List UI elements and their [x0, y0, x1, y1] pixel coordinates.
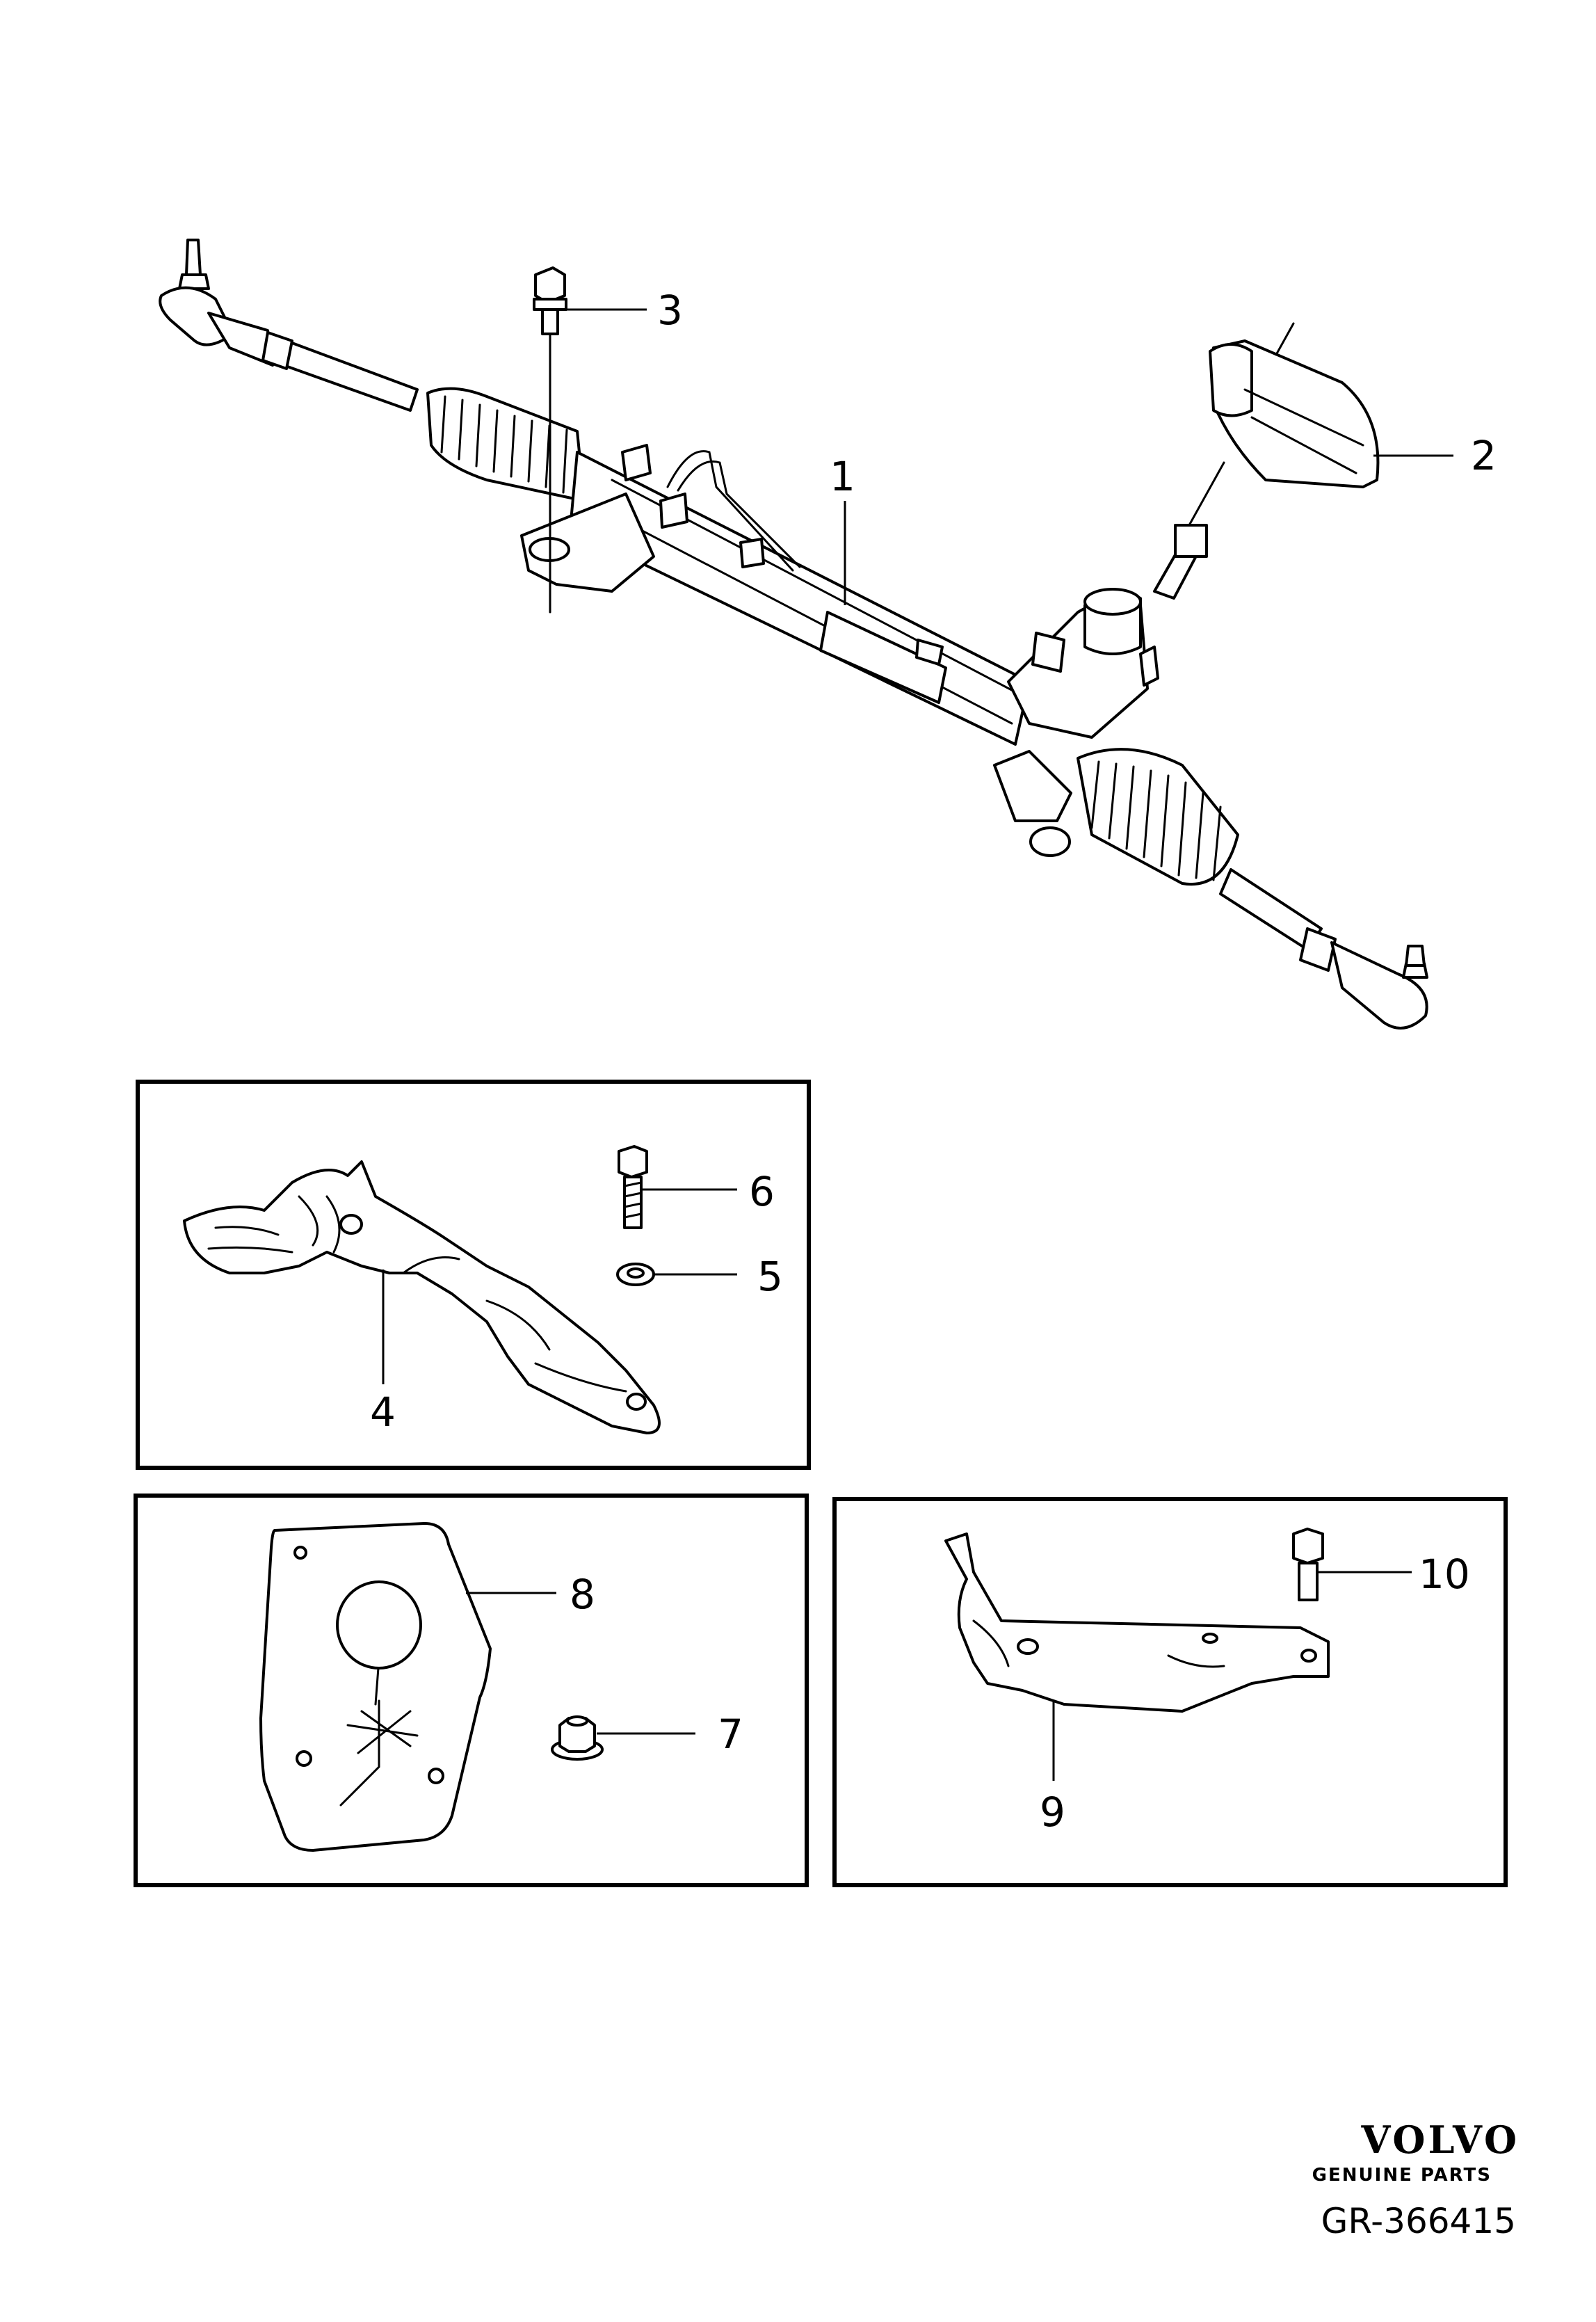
callout-3: 3	[657, 287, 683, 334]
left-tie-rod-end	[159, 239, 274, 367]
volvo-logo: VOLVO	[1360, 2117, 1520, 2162]
left-boot	[426, 387, 586, 502]
callout-10: 10	[1419, 1551, 1470, 1598]
callout-8: 8	[570, 1571, 595, 1618]
flange-nut-7: 7	[551, 1711, 743, 1761]
heat-shield-4: 4	[183, 1160, 661, 1436]
volvo-branding: VOLVO GENUINE PARTS GR-366415	[1312, 2117, 1520, 2241]
bolt-6: 6	[618, 1145, 775, 1229]
callout-4: 4	[370, 1388, 396, 1436]
genuine-parts-label: GENUINE PARTS	[1312, 2165, 1492, 2186]
rack-housing	[569, 451, 1031, 746]
washer-5: 5	[616, 1253, 783, 1300]
steering-dust-seal: 2	[1188, 322, 1497, 527]
callout-1: 1	[830, 453, 855, 500]
callout-7: 7	[718, 1711, 743, 1758]
right-tie-rod-end	[1299, 927, 1428, 1030]
callout-5: 5	[757, 1253, 783, 1300]
diagram-reference: GR-366415	[1321, 2201, 1516, 2241]
hydraulic-pipe	[666, 450, 794, 572]
detail-box-plate: 8 7	[134, 1494, 809, 1887]
detail-box-bracket: 9 10	[832, 1497, 1508, 1887]
callout-6: 6	[749, 1168, 775, 1215]
callout-2: 2	[1471, 432, 1497, 479]
detail-box-heat-shield: 4 6 5	[136, 1080, 811, 1470]
pinion-valve-housing	[993, 588, 1159, 857]
right-boot	[1077, 748, 1239, 886]
steering-rack-assembly: 1	[159, 239, 1428, 1030]
bolt-10: 10	[1292, 1528, 1470, 1601]
bracket-9: 9	[944, 1532, 1330, 1836]
cover-plate-8: 8	[259, 1522, 595, 1852]
mounting-bolt-3: 3	[533, 266, 683, 614]
callout-9: 9	[1040, 1788, 1065, 1836]
